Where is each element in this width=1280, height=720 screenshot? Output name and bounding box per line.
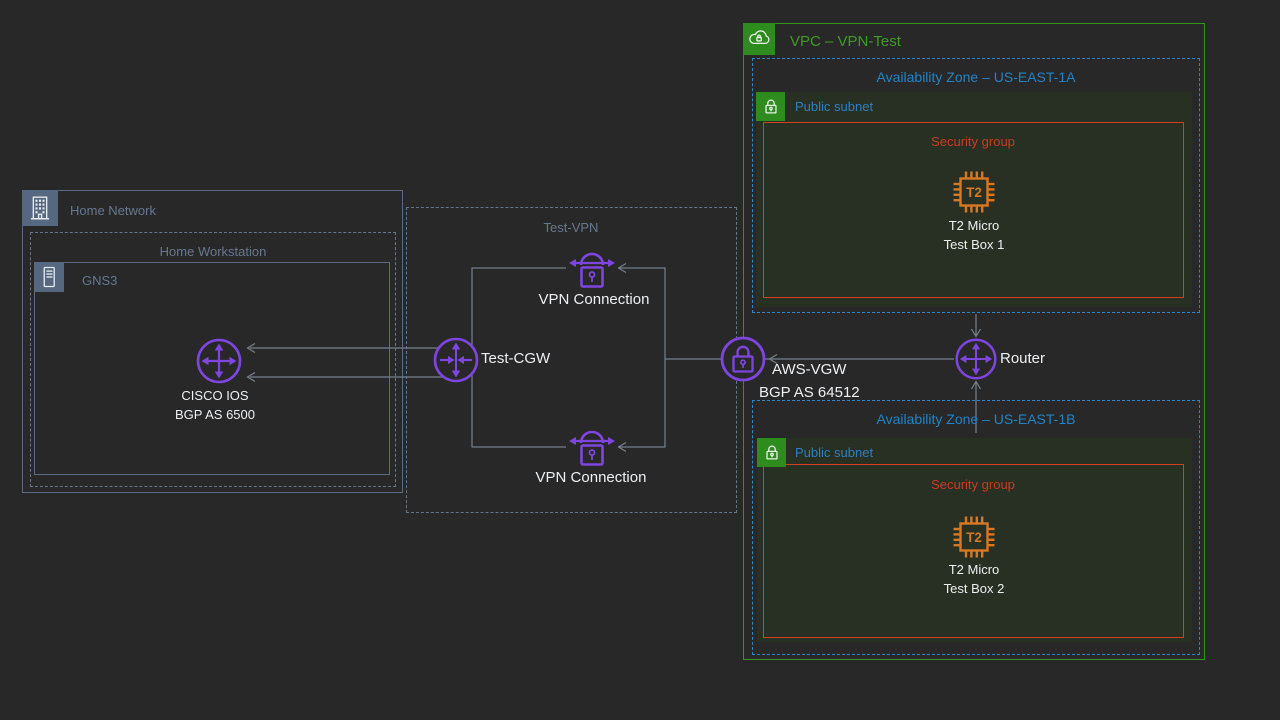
- instance2-box: Test Box 2: [943, 581, 1005, 596]
- t2-chip-label-2: T2: [966, 530, 982, 545]
- vpc-badge[interactable]: [743, 23, 775, 55]
- server-icon: [43, 266, 55, 288]
- gns3-title: GNS3: [82, 273, 118, 288]
- home-network-title: Home Network: [70, 203, 156, 218]
- building-icon: [30, 196, 50, 220]
- customer-gateway-label: Test-CGW: [481, 350, 551, 367]
- vgw-name-label: AWS-VGW: [772, 361, 847, 378]
- instance1-name: T2 Micro: [948, 218, 1000, 233]
- test-vpn-title: Test-VPN: [543, 220, 599, 235]
- cisco-router-icon[interactable]: [195, 337, 243, 385]
- instance1-box: Test Box 1: [943, 237, 1005, 252]
- t2-chip-label-1: T2: [966, 185, 982, 200]
- vgw-asn-label: BGP AS 64512: [759, 384, 860, 401]
- sg2-title: Security group: [931, 477, 1015, 492]
- az1-title: Availability Zone – US-EAST-1A: [876, 69, 1076, 85]
- security-group-1[interactable]: [763, 122, 1184, 298]
- vpc-cloud-lock-icon: [749, 30, 770, 45]
- vpc-title: VPC – VPN-Test: [790, 33, 901, 50]
- t2-instance-icon-1[interactable]: T2: [950, 168, 998, 216]
- sg1-title: Security group: [931, 134, 1015, 149]
- t2-instance-icon-2[interactable]: T2: [950, 513, 998, 561]
- home-workstation-group[interactable]: [30, 232, 396, 487]
- vpn-connection-bottom-icon[interactable]: [566, 422, 618, 470]
- az2-title: Availability Zone – US-EAST-1B: [876, 411, 1076, 427]
- vpn-connection-top-label: VPN Connection: [538, 291, 650, 308]
- customer-gateway-icon[interactable]: [432, 336, 480, 384]
- router-label: Router: [1000, 350, 1046, 367]
- vpc-router-icon[interactable]: [954, 337, 998, 381]
- public-subnet-2-badge[interactable]: [757, 438, 786, 467]
- subnet1-title: Public subnet: [795, 99, 874, 114]
- subnet-lock-icon: [764, 99, 777, 114]
- cisco-router-name: CISCO IOS: [181, 388, 249, 403]
- public-subnet-1-badge[interactable]: [756, 92, 785, 121]
- vpn-connection-bottom-label: VPN Connection: [535, 469, 647, 486]
- gns3-group[interactable]: [34, 262, 390, 475]
- subnet-lock-icon: [765, 445, 778, 460]
- gns3-badge[interactable]: [34, 262, 64, 292]
- vgw-lock-icon[interactable]: [719, 335, 767, 383]
- public-subnet-1-group[interactable]: [756, 92, 1192, 307]
- home-network-badge[interactable]: [22, 190, 58, 226]
- security-group-2[interactable]: [763, 464, 1184, 638]
- instance2-name: T2 Micro: [948, 562, 1000, 577]
- home-workstation-title: Home Workstation: [159, 244, 267, 259]
- cisco-router-asn: BGP AS 6500: [175, 407, 255, 422]
- vpn-connection-top-icon[interactable]: [566, 244, 618, 292]
- home-network-group[interactable]: [22, 190, 403, 493]
- availability-zone-1a-group[interactable]: [752, 58, 1200, 313]
- subnet2-title: Public subnet: [795, 445, 874, 460]
- public-subnet-2-group[interactable]: [757, 438, 1192, 642]
